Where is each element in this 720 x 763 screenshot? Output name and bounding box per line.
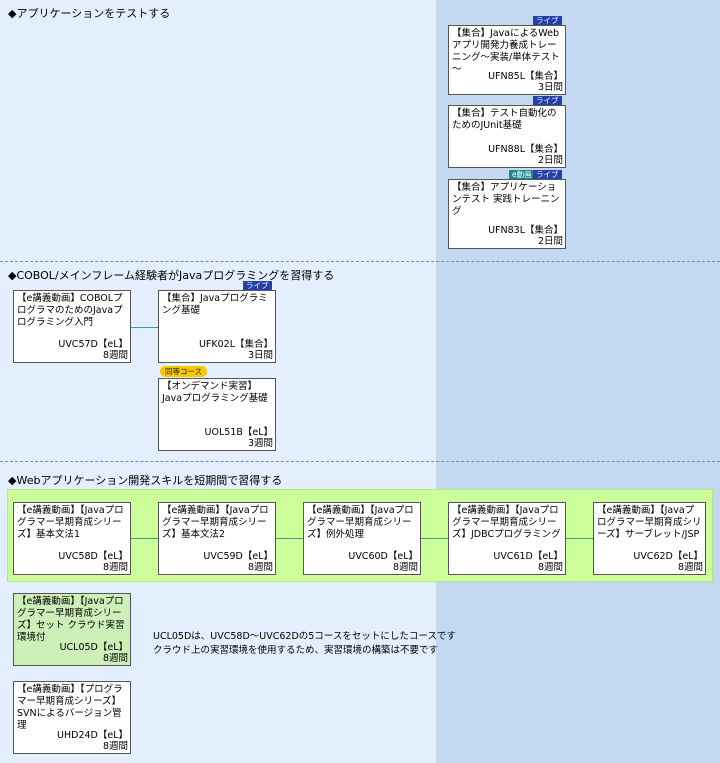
course-code: UFN85L【集合】 [488,71,563,82]
course-code: UVC58D【eL】 [58,551,128,562]
course-card-uvc61d[interactable]: 【e講義動画】【Javaプログラマー早期育成シリーズ】JDBCプログラミング U… [448,502,566,575]
course-card-uvc57d[interactable]: 【e講義動画】COBOLプログラマのためのJavaプログラミング入門 UVC57… [13,290,131,363]
course-title: 【集合】Javaプログラミング基礎 [162,293,268,316]
set-course-note: UCL05Dは、UVC58D～UVC62Dの5コースをセットにしたコースです ク… [153,630,456,658]
course-card-ufn83l[interactable]: 【集合】アプリケーションテスト 実践トレーニング UFN83L【集合】 2日間 [448,179,566,249]
live-tag: ライブ [533,16,562,26]
course-duration: 8週間 [102,562,128,573]
course-code: UFN88L【集合】 [488,144,563,155]
section-divider [0,261,720,262]
connector-line [421,538,448,539]
live-tag: ライブ [533,96,562,106]
course-code: UVC60D【eL】 [348,551,418,562]
connector-line [131,538,158,539]
course-title: 【e講義動画】【プログラマー早期育成シリーズ】SVNによるバージョン管理 [17,684,123,731]
course-code: UVC62D【eL】 [633,551,703,562]
course-card-ufn85l[interactable]: 【集合】JavaによるWebアプリ開発力養成トレーニング～実装/単体テスト～ U… [448,25,566,95]
course-duration: 8週間 [537,562,563,573]
course-card-ufk02l[interactable]: 【集合】Javaプログラミング基礎 UFK02L【集合】 3日間 [158,290,276,363]
course-card-uhd24d[interactable]: 【e講義動画】【プログラマー早期育成シリーズ】SVNによるバージョン管理 UHD… [13,681,131,754]
course-title: 【e講義動画】【Javaプログラマー早期育成シリーズ】JDBCプログラミング [452,505,561,540]
course-duration: 3日間 [247,350,273,361]
connector-line [566,538,593,539]
e-video-tag: e動画 [509,170,535,180]
connector-line [276,538,303,539]
course-code: UFK02L【集合】 [198,339,273,350]
section-divider [0,461,720,462]
course-title: 【オンデマンド実習】Javaプログラミング基礎 [162,381,268,404]
section-title-cobol: ◆COBOL/メインフレーム経験者がJavaプログラミングを習得する [8,269,335,282]
course-card-uvc58d[interactable]: 【e講義動画】【Javaプログラマー早期育成シリーズ】基本文法1 UVC58D【… [13,502,131,575]
course-duration: 2日間 [537,236,563,247]
course-title: 【e講義動画】【Javaプログラマー早期育成シリーズ】サーブレット/JSP [597,505,702,540]
course-code: UOL51B【eL】 [204,427,273,438]
course-card-uvc59d[interactable]: 【e講義動画】【Javaプログラマー早期育成シリーズ】基本文法2 UVC59D【… [158,502,276,575]
course-code: UVC61D【eL】 [493,551,563,562]
note-line-1: UCL05Dは、UVC58D～UVC62Dの5コースをセットにしたコースです [153,631,456,642]
course-duration: 2日間 [537,155,563,166]
course-duration: 8週間 [102,653,128,664]
course-duration: 8週間 [102,741,128,752]
course-duration: 3日間 [537,82,563,93]
course-code: UCL05D【eL】 [59,642,128,653]
course-duration: 3週間 [247,438,273,449]
course-card-ucl05d[interactable]: 【e講義動画】【Javaプログラマー早期育成シリーズ】セット クラウド実習環境付… [13,593,131,666]
section-title-test: ◆アプリケーションをテストする [8,7,171,20]
course-title: 【e講義動画】【Javaプログラマー早期育成シリーズ】基本文法1 [17,505,124,540]
course-title: 【集合】アプリケーションテスト 実践トレーニング [452,182,560,217]
course-code: UVC59D【eL】 [203,551,273,562]
connector-line [131,327,158,328]
course-code: UHD24D【eL】 [57,730,128,741]
note-line-2: クラウド上の実習環境を使用するため、実習環境の構築は不要です [153,645,439,656]
course-duration: 8週間 [677,562,703,573]
course-title: 【e講義動画】【Javaプログラマー早期育成シリーズ】基本文法2 [162,505,269,540]
course-title: 【e講義動画】COBOLプログラマのためのJavaプログラミング入門 [17,293,123,328]
course-title: 【e講義動画】【Javaプログラマー早期育成シリーズ】セット クラウド実習環境付 [17,596,125,643]
course-card-uol51b[interactable]: 【オンデマンド実習】Javaプログラミング基礎 UOL51B【eL】 3週間 [158,378,276,451]
course-card-uvc60d[interactable]: 【e講義動画】【Javaプログラマー早期育成シリーズ】例外処理 UVC60D【e… [303,502,421,575]
course-duration: 8週間 [392,562,418,573]
course-card-uvc62d[interactable]: 【e講義動画】【Javaプログラマー早期育成シリーズ】サーブレット/JSP UV… [593,502,706,575]
equivalent-course-badge: 同等コース [160,366,208,377]
live-tag: ライブ [243,281,272,291]
course-duration: 8週間 [247,562,273,573]
course-title: 【e講義動画】【Javaプログラマー早期育成シリーズ】例外処理 [307,505,414,540]
course-code: UVC57D【eL】 [58,339,128,350]
course-title: 【集合】テスト自動化のためのJUnit基礎 [452,108,557,131]
course-title: 【集合】JavaによるWebアプリ開発力養成トレーニング～実装/単体テスト～ [452,28,560,75]
course-code: UFN83L【集合】 [488,225,563,236]
course-duration: 8週間 [102,350,128,361]
section-title-web: ◆Webアプリケーション開発スキルを短期間で習得する [8,474,283,487]
course-card-ufn88l[interactable]: 【集合】テスト自動化のためのJUnit基礎 UFN88L【集合】 2日間 [448,105,566,168]
live-tag: ライブ [533,170,562,180]
